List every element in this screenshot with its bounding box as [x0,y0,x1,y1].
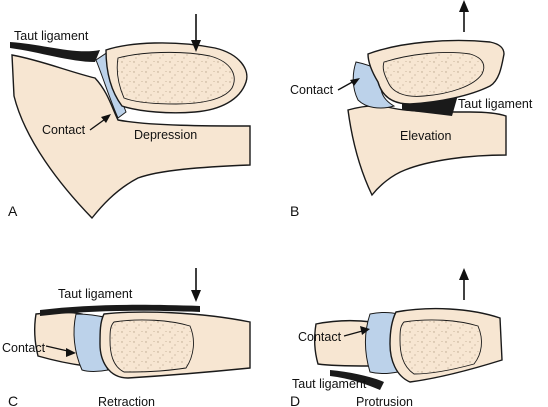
contact-arrow-b [337,78,360,91]
up-arrow-b [459,0,469,32]
taut-ligament-d [330,370,384,390]
clavicle-inner-a [116,51,235,105]
panel-a: Taut ligament Contact Depression A [8,14,251,220]
motion-label-b: Elevation [400,129,451,143]
panel-letter-c: C [8,393,18,407]
down-arrow-c [191,268,201,302]
contact-label-d: Contact [298,330,342,344]
up-arrow-d [459,268,469,300]
panel-letter-b: B [290,203,299,219]
motion-label-c: Retraction [98,395,155,407]
contact-arrow-a [89,114,111,131]
clavicle-inner-b [382,52,485,97]
contact-arrow-d [343,326,370,337]
panel-c: Taut ligament Contact Retraction C [2,268,251,407]
contact-label-c: Contact [2,341,46,355]
clavicle-inner-c [109,319,194,373]
panel-letter-d: D [290,393,300,407]
panel-d: Contact Taut ligament Protrusion D [290,268,503,407]
down-arrow-a [191,14,201,52]
motion-label-d: Protrusion [356,395,413,407]
taut-ligament-label-d: Taut ligament [292,377,367,391]
taut-ligament-a [10,42,100,62]
panel-letter-a: A [8,203,18,219]
contact-label-a: Contact [42,123,86,137]
taut-ligament-label-a: Taut ligament [14,29,89,43]
taut-ligament-c [40,304,200,316]
taut-ligament-label-c: Taut ligament [58,287,133,301]
manubrium-a [11,54,251,220]
motion-label-a: Depression [134,128,197,142]
taut-ligament-label-b: Taut ligament [458,97,533,111]
manubrium-b [347,105,507,197]
contact-arrow-c [45,345,76,357]
contact-label-b: Contact [290,83,334,97]
clavicle-inner-d [399,319,482,375]
panel-b: Contact Taut ligament Elevation B [290,0,533,219]
